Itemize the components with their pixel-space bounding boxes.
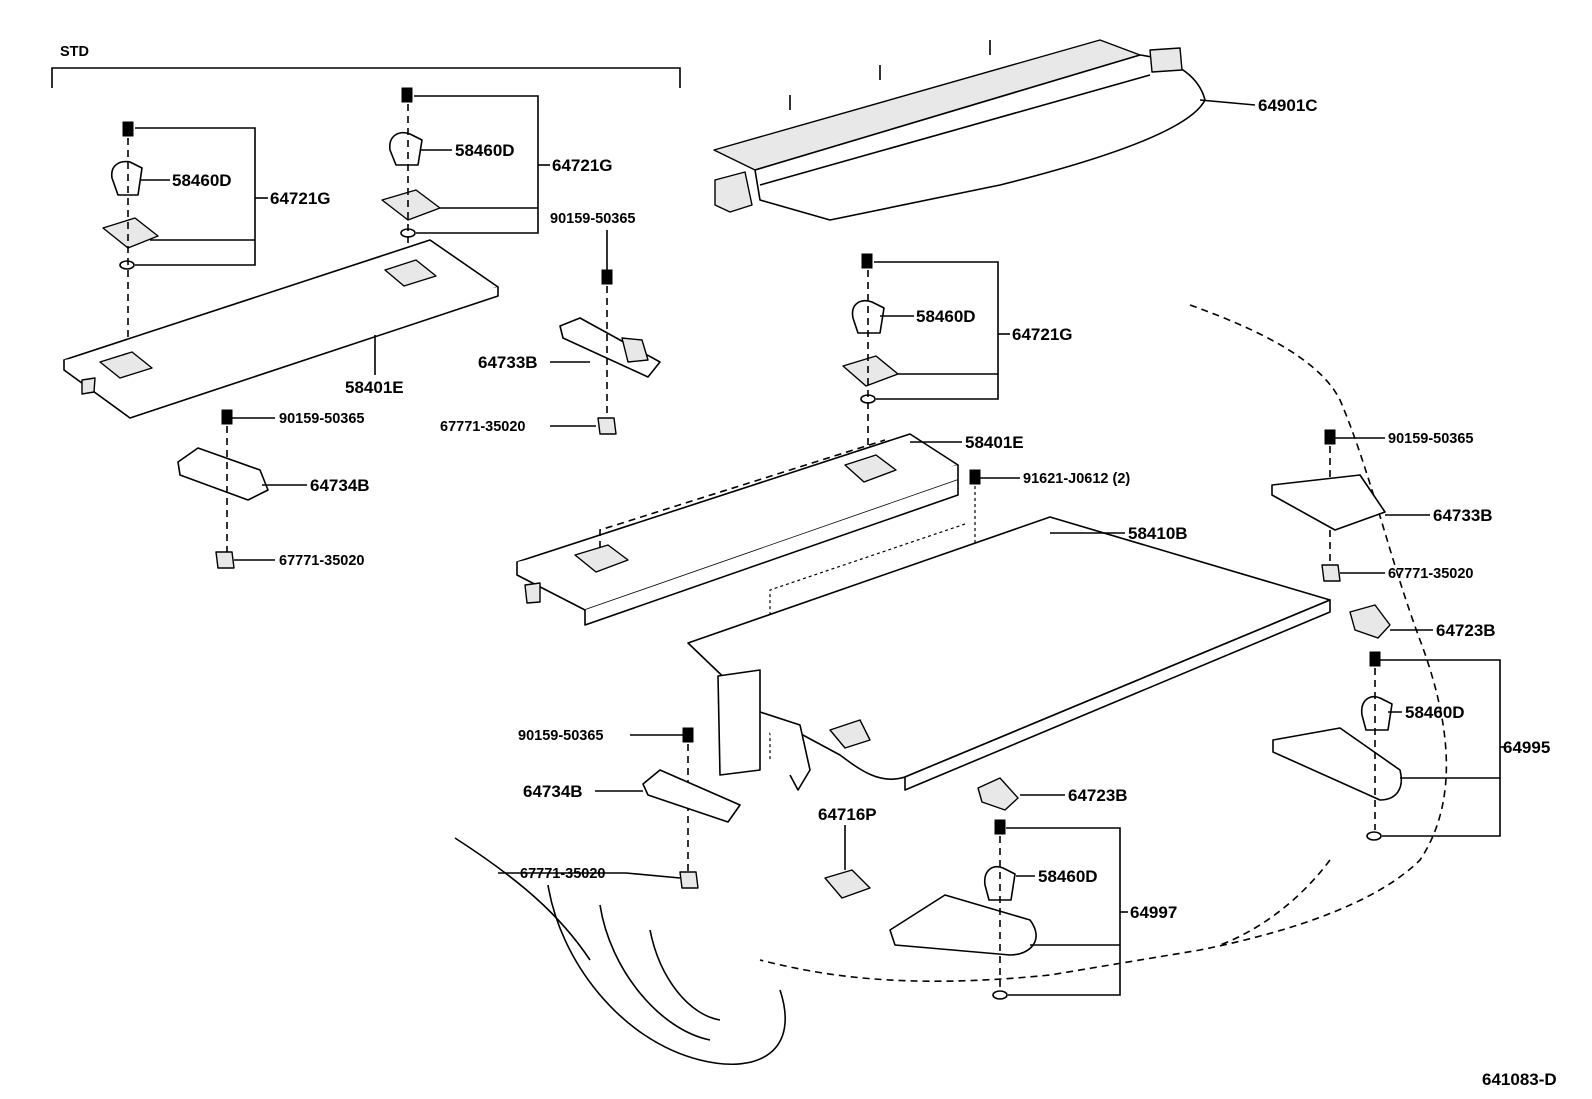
washer-icon	[992, 990, 1008, 1000]
label-64995: 64995	[1503, 738, 1550, 757]
label-67771-c: 67771-35020	[520, 866, 605, 882]
hook-icon	[851, 299, 885, 334]
clip-icon	[1321, 564, 1341, 582]
figure-code: 641083-D	[1482, 1070, 1557, 1089]
right-assembly: 90159-50365 64733B 67771-35020 64723B 58…	[1271, 429, 1550, 841]
bezel-icon	[1272, 727, 1402, 801]
label-64721g-b: 64721G	[552, 156, 613, 175]
label-64721g-c: 64721G	[1012, 325, 1073, 344]
bracket-icon	[559, 317, 661, 378]
clip-icon	[679, 871, 699, 889]
vehicle-outline	[454, 304, 1448, 1065]
bracket-icon	[642, 769, 741, 823]
label-58460d-d: 58460D	[1405, 703, 1465, 722]
label-64901c: 64901C	[1258, 96, 1318, 115]
lower-center-bracket-assembly: 90159-50365 64734B 67771-35020 64716P	[498, 727, 877, 899]
label-90159-d: 90159-50365	[1388, 431, 1473, 447]
bracket-icon	[1271, 474, 1386, 531]
clip-icon	[215, 551, 235, 569]
label-58460d-c: 58460D	[916, 307, 976, 326]
bolt-icon	[1324, 429, 1336, 445]
bezel-icon	[889, 894, 1037, 956]
label-90159-b: 90159-50365	[550, 211, 635, 227]
hook-icon	[1360, 696, 1393, 731]
label-64733b-a: 64733B	[478, 353, 538, 372]
label-64723b-a: 64723B	[1436, 621, 1496, 640]
std-bracket: STD	[51, 44, 681, 88]
bolt-icon	[969, 469, 981, 485]
bracket-icon	[177, 447, 269, 501]
label-58401e-b: 58401E	[965, 433, 1024, 452]
hook-mount-icon	[977, 777, 1019, 811]
label-64721g-a: 64721G	[270, 189, 331, 208]
bolt-icon	[221, 409, 233, 425]
bolt-icon	[601, 269, 613, 285]
label-90159-a: 90159-50365	[279, 411, 364, 427]
bezel-icon	[102, 217, 159, 249]
label-64716p: 64716P	[818, 805, 877, 824]
bolt-icon	[1369, 651, 1381, 667]
label-91621: 91621-J0612 (2)	[1023, 471, 1130, 487]
hook-mount-icon	[1349, 604, 1391, 639]
hook-icon	[110, 160, 143, 196]
washer-icon	[119, 260, 135, 270]
hook-icon	[983, 866, 1016, 901]
bolt-icon	[401, 87, 413, 103]
tonneau-cover-64901c: 64901C	[713, 39, 1318, 221]
bolt-icon	[994, 819, 1006, 835]
label-67771-d: 67771-35020	[1388, 566, 1473, 582]
label-58401e-a: 58401E	[345, 378, 404, 397]
clip-icon	[597, 417, 617, 435]
label-64734b-b: 64734B	[523, 782, 583, 801]
label-64723b-b: 64723B	[1068, 786, 1128, 805]
label-58460d-a: 58460D	[172, 171, 232, 190]
label-64733b-b: 64733B	[1433, 506, 1493, 525]
center-top-bracket-assembly: 90159-50365 64733B 67771-35020	[440, 211, 661, 435]
label-58460d-b: 58460D	[455, 141, 515, 160]
std-label: STD	[60, 44, 89, 60]
washer-icon	[1366, 831, 1382, 841]
label-67771-a: 67771-35020	[279, 553, 364, 569]
left-std-assembly: 58460D 64721G 58460D 64721G 58401E 90159…	[63, 87, 613, 569]
label-58410b: 58410B	[1128, 524, 1188, 543]
bolt-icon	[122, 121, 134, 137]
bezel-icon	[381, 189, 441, 221]
bezel-icon	[842, 355, 899, 387]
lower-right-assembly: 64723B 58460D 64997	[889, 777, 1177, 1000]
label-58460d-e: 58460D	[1038, 867, 1098, 886]
label-90159-c: 90159-50365	[518, 728, 603, 744]
label-64997: 64997	[1130, 903, 1177, 922]
bolt-icon	[861, 253, 873, 269]
center-deck-assembly: 58460D 64721G 58401E 91621-J0612 (2) 584…	[516, 253, 1331, 791]
bolt-icon	[682, 727, 694, 743]
hook-mount-icon	[824, 869, 871, 899]
label-67771-b: 67771-35020	[440, 419, 525, 435]
hook-icon	[389, 131, 423, 166]
label-64734b-a: 64734B	[310, 476, 370, 495]
